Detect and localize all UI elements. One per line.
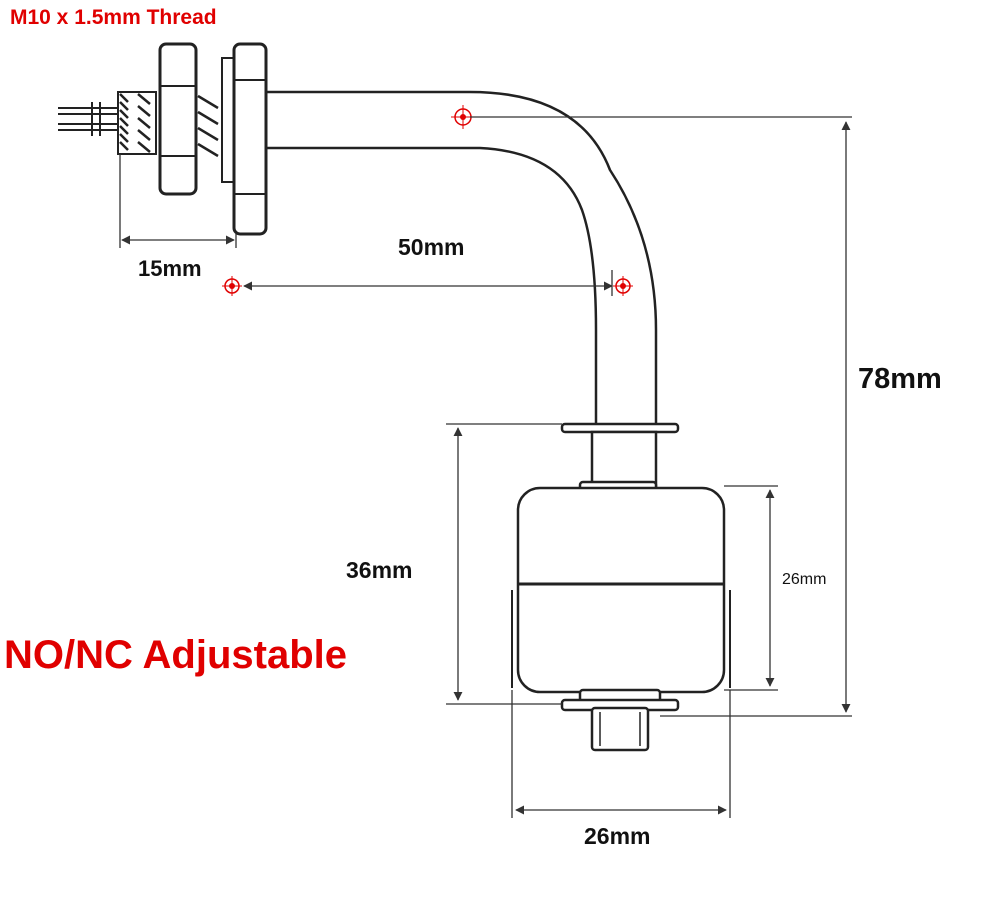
thread-coils [119, 93, 151, 153]
center-mark-right [613, 276, 633, 296]
mounting-thread [58, 42, 268, 236]
mode-label: NO/NC Adjustable [4, 633, 347, 677]
height-36mm-label: 36mm [346, 557, 412, 583]
float-body [511, 422, 731, 752]
dimension-lines [119, 116, 852, 818]
float-height-26mm-label: 26mm [782, 571, 826, 588]
thread-label: M10 x 1.5mm Thread [10, 6, 217, 29]
center-mark-left [222, 276, 242, 296]
float-width-26mm-label: 26mm [584, 823, 650, 849]
length-50mm-label: 50mm [398, 234, 464, 260]
bent-stem [266, 90, 658, 424]
height-78mm-label: 78mm [858, 363, 942, 395]
center-marks [222, 105, 633, 296]
length-15mm-label: 15mm [138, 256, 202, 281]
